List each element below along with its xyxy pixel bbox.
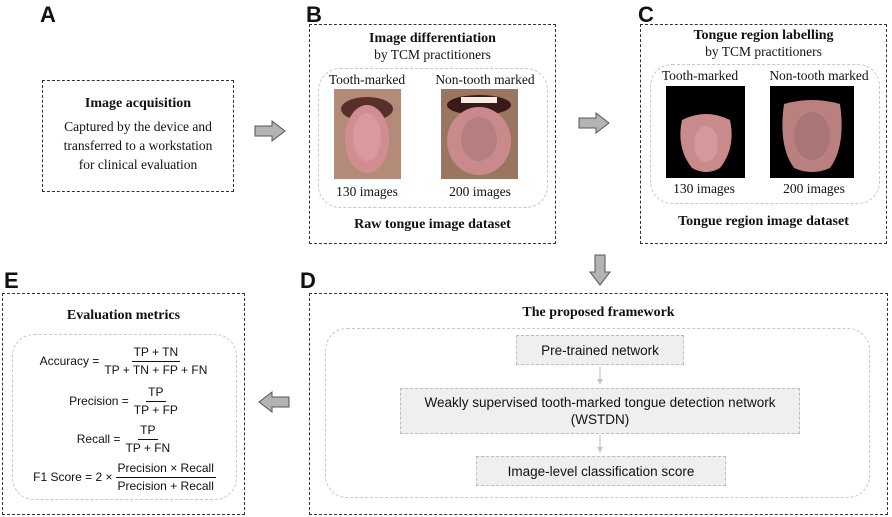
- panel-a-line-3: for clinical evaluation: [78, 157, 198, 172]
- panel-b-title: Image differentiation: [369, 31, 496, 46]
- panel-a-line-1: Captured by the device and: [64, 119, 212, 134]
- panel-c-subtitle: by TCM practitioners: [705, 44, 822, 59]
- panel-d-framework-frame: [325, 328, 870, 498]
- panel-b-right-count: 200 images: [449, 184, 511, 199]
- wstdn-label-line-2: (WSTDN): [570, 412, 630, 427]
- panel-letter-d: D: [300, 268, 316, 293]
- segmented-tooth-marked-tongue-image: [666, 86, 745, 178]
- accuracy-name: Accuracy =: [39, 354, 100, 368]
- accuracy-numerator: TP + TN: [131, 345, 181, 362]
- panel-letter-b: B: [306, 2, 322, 27]
- non-tooth-marked-tongue-photo: [441, 89, 518, 179]
- panel-letter-c: C: [638, 2, 654, 27]
- precision-name: Precision =: [69, 394, 129, 408]
- flow-arrow-icon: [597, 367, 603, 385]
- recall-formula: Recall = TP TP + FN: [12, 422, 237, 456]
- panel-a-title: Image acquisition: [84, 96, 192, 111]
- panel-d-box: [309, 293, 888, 515]
- panel-c-dataset-frame: [650, 64, 880, 204]
- panel-a-line-2: transferred to a workstation: [63, 138, 213, 153]
- recall-numerator: TP: [138, 423, 158, 440]
- panel-c-right-label: Non-tooth marked: [769, 68, 869, 83]
- f1-denominator: Precision + Recall: [117, 478, 214, 493]
- arrow-down-icon: [589, 254, 611, 286]
- f1-numerator: Precision × Recall: [115, 461, 216, 478]
- classification-score-box: Image-level classification score: [476, 456, 726, 486]
- panel-c-title: Tongue region labelling: [693, 28, 834, 43]
- panel-e-title: Evaluation metrics: [66, 308, 181, 323]
- classification-score-label: Image-level classification score: [507, 463, 695, 479]
- panel-c-footer: Tongue region image dataset: [678, 214, 849, 229]
- wstdn-box: Weakly supervised tooth-marked tongue de…: [400, 388, 800, 434]
- panel-c-box: [640, 24, 887, 244]
- panel-d-title: The proposed framework: [522, 305, 675, 320]
- tooth-marked-tongue-photo: [334, 89, 401, 179]
- panel-letter-a: A: [40, 2, 56, 27]
- panel-e-metrics-frame: [12, 334, 237, 500]
- panel-b-box: [309, 24, 556, 244]
- panel-b-subtitle: by TCM practitioners: [374, 47, 491, 62]
- panel-b-dataset-frame: [318, 68, 548, 208]
- pretrained-network-label: Pre-trained network: [541, 342, 659, 358]
- panel-c-left-label: Tooth-marked: [661, 68, 739, 83]
- recall-denominator: TP + FN: [125, 440, 171, 455]
- arrow-left-icon: [258, 391, 290, 413]
- accuracy-denominator: TP + TN + FP + FN: [104, 362, 208, 377]
- accuracy-formula: Accuracy = TP + TN TP + TN + FP + FN: [12, 344, 237, 378]
- precision-formula: Precision = TP TP + FP: [12, 384, 237, 418]
- arrow-right-icon: [578, 112, 610, 134]
- f1-score-formula: F1 Score = 2 × Precision × Recall Precis…: [12, 460, 237, 494]
- f1-name: F1 Score = 2 ×: [33, 470, 113, 484]
- panel-e-box: [2, 293, 245, 515]
- flow-arrow-icon: [597, 435, 603, 453]
- panel-b-footer: Raw tongue image dataset: [354, 217, 511, 232]
- pretrained-network-box: Pre-trained network: [516, 335, 684, 365]
- segmented-non-tooth-marked-tongue-image: [770, 86, 854, 178]
- recall-name: Recall =: [76, 432, 121, 446]
- panel-c-left-count: 130 images: [673, 181, 735, 196]
- panel-b-left-count: 130 images: [336, 184, 398, 199]
- panel-letter-e: E: [4, 268, 19, 293]
- panel-c-right-count: 200 images: [783, 181, 845, 196]
- panel-a-box: [42, 80, 234, 192]
- wstdn-label-line-1: Weakly supervised tooth-marked tongue de…: [424, 395, 776, 410]
- panel-b-left-label: Tooth-marked: [328, 72, 406, 87]
- precision-denominator: TP + FP: [133, 402, 178, 417]
- arrow-right-icon: [254, 120, 286, 142]
- panel-b-right-label: Non-tooth marked: [435, 72, 535, 87]
- precision-numerator: TP: [146, 385, 166, 402]
